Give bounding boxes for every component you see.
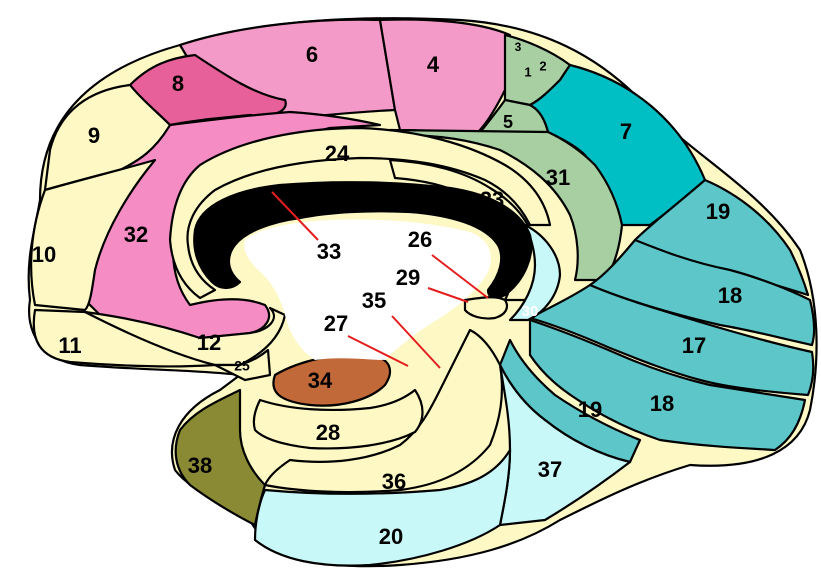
label-29: 29 — [396, 265, 420, 290]
label-5: 5 — [503, 112, 513, 132]
label-27: 27 — [324, 311, 348, 336]
label-19-upper: 19 — [706, 199, 730, 224]
label-26: 26 — [408, 227, 432, 252]
label-6: 6 — [306, 42, 318, 67]
label-2: 2 — [539, 58, 546, 73]
label-37: 37 — [538, 457, 562, 482]
label-9: 9 — [88, 123, 100, 148]
label-11: 11 — [58, 333, 81, 358]
label-28: 28 — [316, 420, 340, 445]
label-3: 3 — [515, 40, 522, 54]
label-23: 23 — [480, 187, 504, 212]
label-18-upper: 18 — [718, 283, 742, 308]
area-29 — [465, 297, 507, 318]
label-10: 10 — [32, 242, 56, 267]
label-7: 7 — [620, 119, 632, 144]
label-20: 20 — [379, 524, 403, 549]
label-24: 24 — [325, 141, 350, 166]
label-38: 38 — [188, 453, 212, 478]
label-33: 33 — [317, 239, 341, 264]
label-8: 8 — [172, 71, 184, 96]
label-18-lower: 18 — [650, 391, 674, 416]
label-17: 17 — [682, 333, 706, 358]
label-30: 30 — [522, 303, 539, 320]
area-4 — [380, 20, 510, 132]
label-31: 31 — [546, 165, 570, 190]
label-12: 12 — [197, 330, 221, 355]
label-32: 32 — [124, 222, 148, 247]
label-4: 4 — [427, 52, 440, 77]
label-1: 1 — [524, 64, 531, 79]
label-36: 36 — [382, 469, 406, 494]
label-19-lower: 19 — [578, 397, 602, 422]
label-35: 35 — [362, 288, 386, 313]
label-34: 34 — [308, 368, 333, 393]
label-25: 25 — [234, 358, 250, 374]
